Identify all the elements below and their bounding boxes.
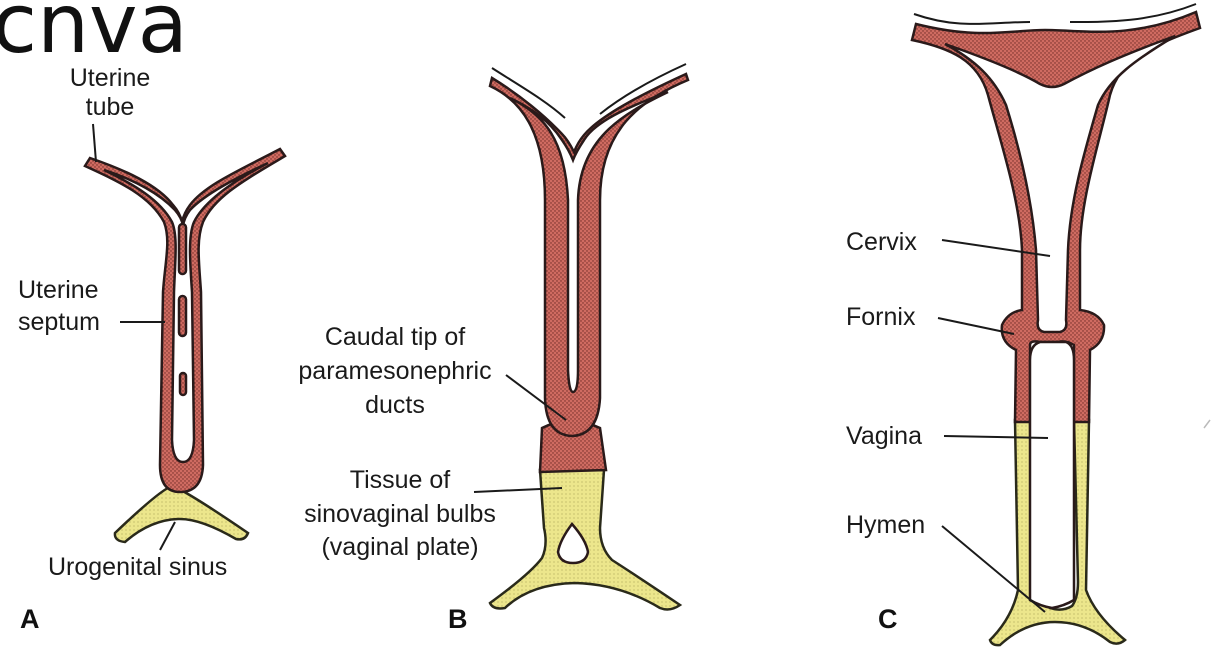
label-caudal-tip-1: Caudal tip of <box>325 323 465 351</box>
panel-b: Caudal tip of paramesonephric ducts Tiss… <box>298 64 688 634</box>
urogenital-sinus-shape <box>115 486 248 542</box>
tube-outline-c-left <box>914 14 1030 24</box>
page-heading: cnva <box>0 0 188 72</box>
septum-fragment-3 <box>180 373 186 395</box>
label-uterine-septum-1: Uterine <box>18 276 99 304</box>
leader-urogenital-sinus <box>160 522 175 550</box>
panel-letter-c: C <box>878 604 898 634</box>
label-fornix: Fornix <box>846 303 916 331</box>
panel-letter-a: A <box>20 604 40 634</box>
label-sinovaginal-2: sinovaginal bulbs <box>304 500 496 528</box>
label-caudal-tip-2: paramesonephric <box>298 357 491 385</box>
leader-uterine-tube <box>93 124 96 162</box>
panel-a: Uterine tube Uterine septum Urogenital s… <box>18 64 285 634</box>
panel-letter-b: B <box>448 604 468 634</box>
septum-fragment-1 <box>179 224 186 274</box>
septum-fragment-2 <box>179 296 186 336</box>
stray-mark <box>1204 420 1210 428</box>
label-sinovaginal-3: (vaginal plate) <box>321 533 478 561</box>
panel-c: Cervix Fornix Vagina Hymen C <box>846 4 1200 645</box>
label-sinovaginal-1: Tissue of <box>350 466 451 494</box>
fused-paramesonephric-ducts-b <box>490 74 688 436</box>
label-hymen: Hymen <box>846 511 925 539</box>
label-urogenital-sinus: Urogenital sinus <box>48 553 227 581</box>
label-uterine-tube-2: tube <box>86 93 135 121</box>
label-cervix: Cervix <box>846 228 917 256</box>
label-uterine-tube-1: Uterine <box>70 64 151 92</box>
vaginal-lumen-c <box>1030 342 1074 608</box>
label-vagina: Vagina <box>846 422 922 450</box>
label-caudal-tip-3: ducts <box>365 391 425 419</box>
label-uterine-septum-2: septum <box>18 308 100 336</box>
